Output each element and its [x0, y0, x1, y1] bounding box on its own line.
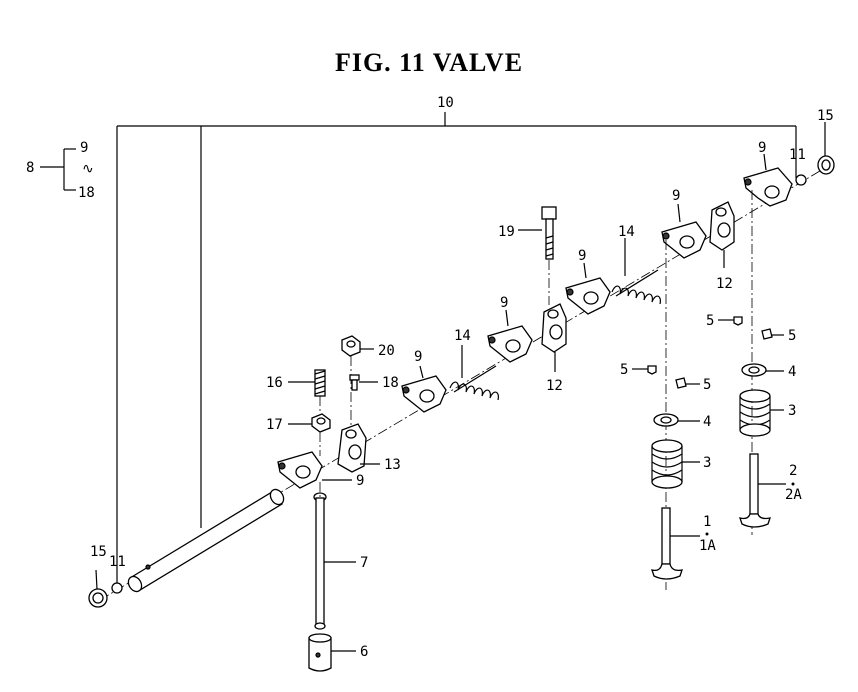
label-9-c: 9 — [500, 295, 508, 311]
snap-ring-left — [88, 588, 108, 608]
label-9-b: 9 — [414, 349, 422, 365]
label-17: 17 — [266, 417, 283, 433]
rocker-arm-6 — [743, 167, 793, 207]
label-5-c: 5 — [706, 313, 714, 329]
bracket-10 — [116, 112, 797, 586]
rocker-shaft — [127, 488, 285, 593]
label-8-top: 9 — [80, 140, 88, 156]
snap-ring-right — [817, 155, 835, 175]
label-4-a: 4 — [703, 414, 711, 430]
push-rod-7 — [313, 492, 327, 630]
label-11-left: 11 — [109, 554, 126, 570]
valve-spring-3-mid — [651, 439, 683, 489]
rocker-arm-4 — [565, 277, 611, 315]
dot-2 — [791, 482, 795, 486]
label-4-b: 4 — [788, 364, 796, 380]
label-3-b: 3 — [788, 403, 796, 419]
label-5-d: 5 — [788, 328, 796, 344]
plug-right — [795, 174, 807, 186]
label-13: 13 — [384, 457, 401, 473]
figure-title: FIG. 11 VALVE — [334, 48, 524, 77]
label-18: 18 — [382, 375, 399, 391]
valve-spring-3-right — [739, 389, 771, 437]
shaft-centerline — [99, 164, 831, 601]
keeper-5-right-right — [761, 328, 773, 340]
label-5-a: 5 — [620, 362, 628, 378]
screw-18 — [349, 374, 360, 391]
rocker-arm-5 — [661, 221, 707, 259]
rocker-arm-2 — [401, 375, 447, 413]
label-11-right: 11 — [789, 147, 806, 163]
rocker-arm-3 — [487, 325, 533, 363]
bracket-8 — [40, 148, 76, 191]
label-8-bottom: 18 — [78, 185, 95, 201]
label-2a: 2A — [785, 487, 802, 503]
rocker-arm-1 — [277, 451, 323, 489]
nut-20 — [341, 335, 361, 357]
rocker-support-12-left — [541, 303, 567, 353]
retainer-4-mid — [653, 413, 679, 427]
label-9-e: 9 — [672, 188, 680, 204]
keeper-5-mid-left — [647, 365, 657, 375]
retainer-4-right — [741, 363, 767, 377]
label-1a: 1A — [699, 538, 716, 554]
bolt-19 — [541, 206, 557, 260]
label-9-f: 9 — [758, 140, 766, 156]
label-19: 19 — [498, 224, 515, 240]
rocker-support-13 — [337, 423, 367, 473]
plug-left — [111, 582, 123, 594]
label-9-d: 9 — [578, 248, 586, 264]
label-8-tilde: ∿ — [82, 161, 94, 177]
dot-1 — [705, 532, 709, 536]
label-7: 7 — [360, 555, 368, 571]
label-2: 2 — [789, 463, 797, 479]
label-9-a: 9 — [356, 473, 364, 489]
label-14-a: 14 — [454, 328, 471, 344]
label-15-right: 15 — [817, 108, 834, 124]
label-8: 8 — [26, 160, 34, 176]
spring-14-right — [611, 269, 661, 305]
label-12-a: 12 — [546, 378, 563, 394]
label-15-left: 15 — [90, 544, 107, 560]
rocker-support-12-right — [709, 201, 735, 251]
label-10: 10 — [437, 95, 454, 111]
label-14-b: 14 — [618, 224, 635, 240]
label-20: 20 — [378, 343, 395, 359]
valve-1 — [651, 507, 683, 580]
lock-nut-17 — [311, 413, 331, 433]
keeper-5-mid-right — [675, 377, 687, 389]
tappet-6 — [308, 633, 332, 672]
spring-14-left — [449, 365, 499, 401]
label-3-a: 3 — [703, 455, 711, 471]
adjusting-screw-16 — [314, 369, 326, 397]
label-16: 16 — [266, 375, 283, 391]
valve-2 — [739, 453, 771, 528]
label-5-b: 5 — [703, 377, 711, 393]
label-12-b: 12 — [716, 276, 733, 292]
keeper-5-right-left — [733, 316, 743, 326]
label-6: 6 — [360, 644, 368, 660]
label-1: 1 — [703, 514, 711, 530]
